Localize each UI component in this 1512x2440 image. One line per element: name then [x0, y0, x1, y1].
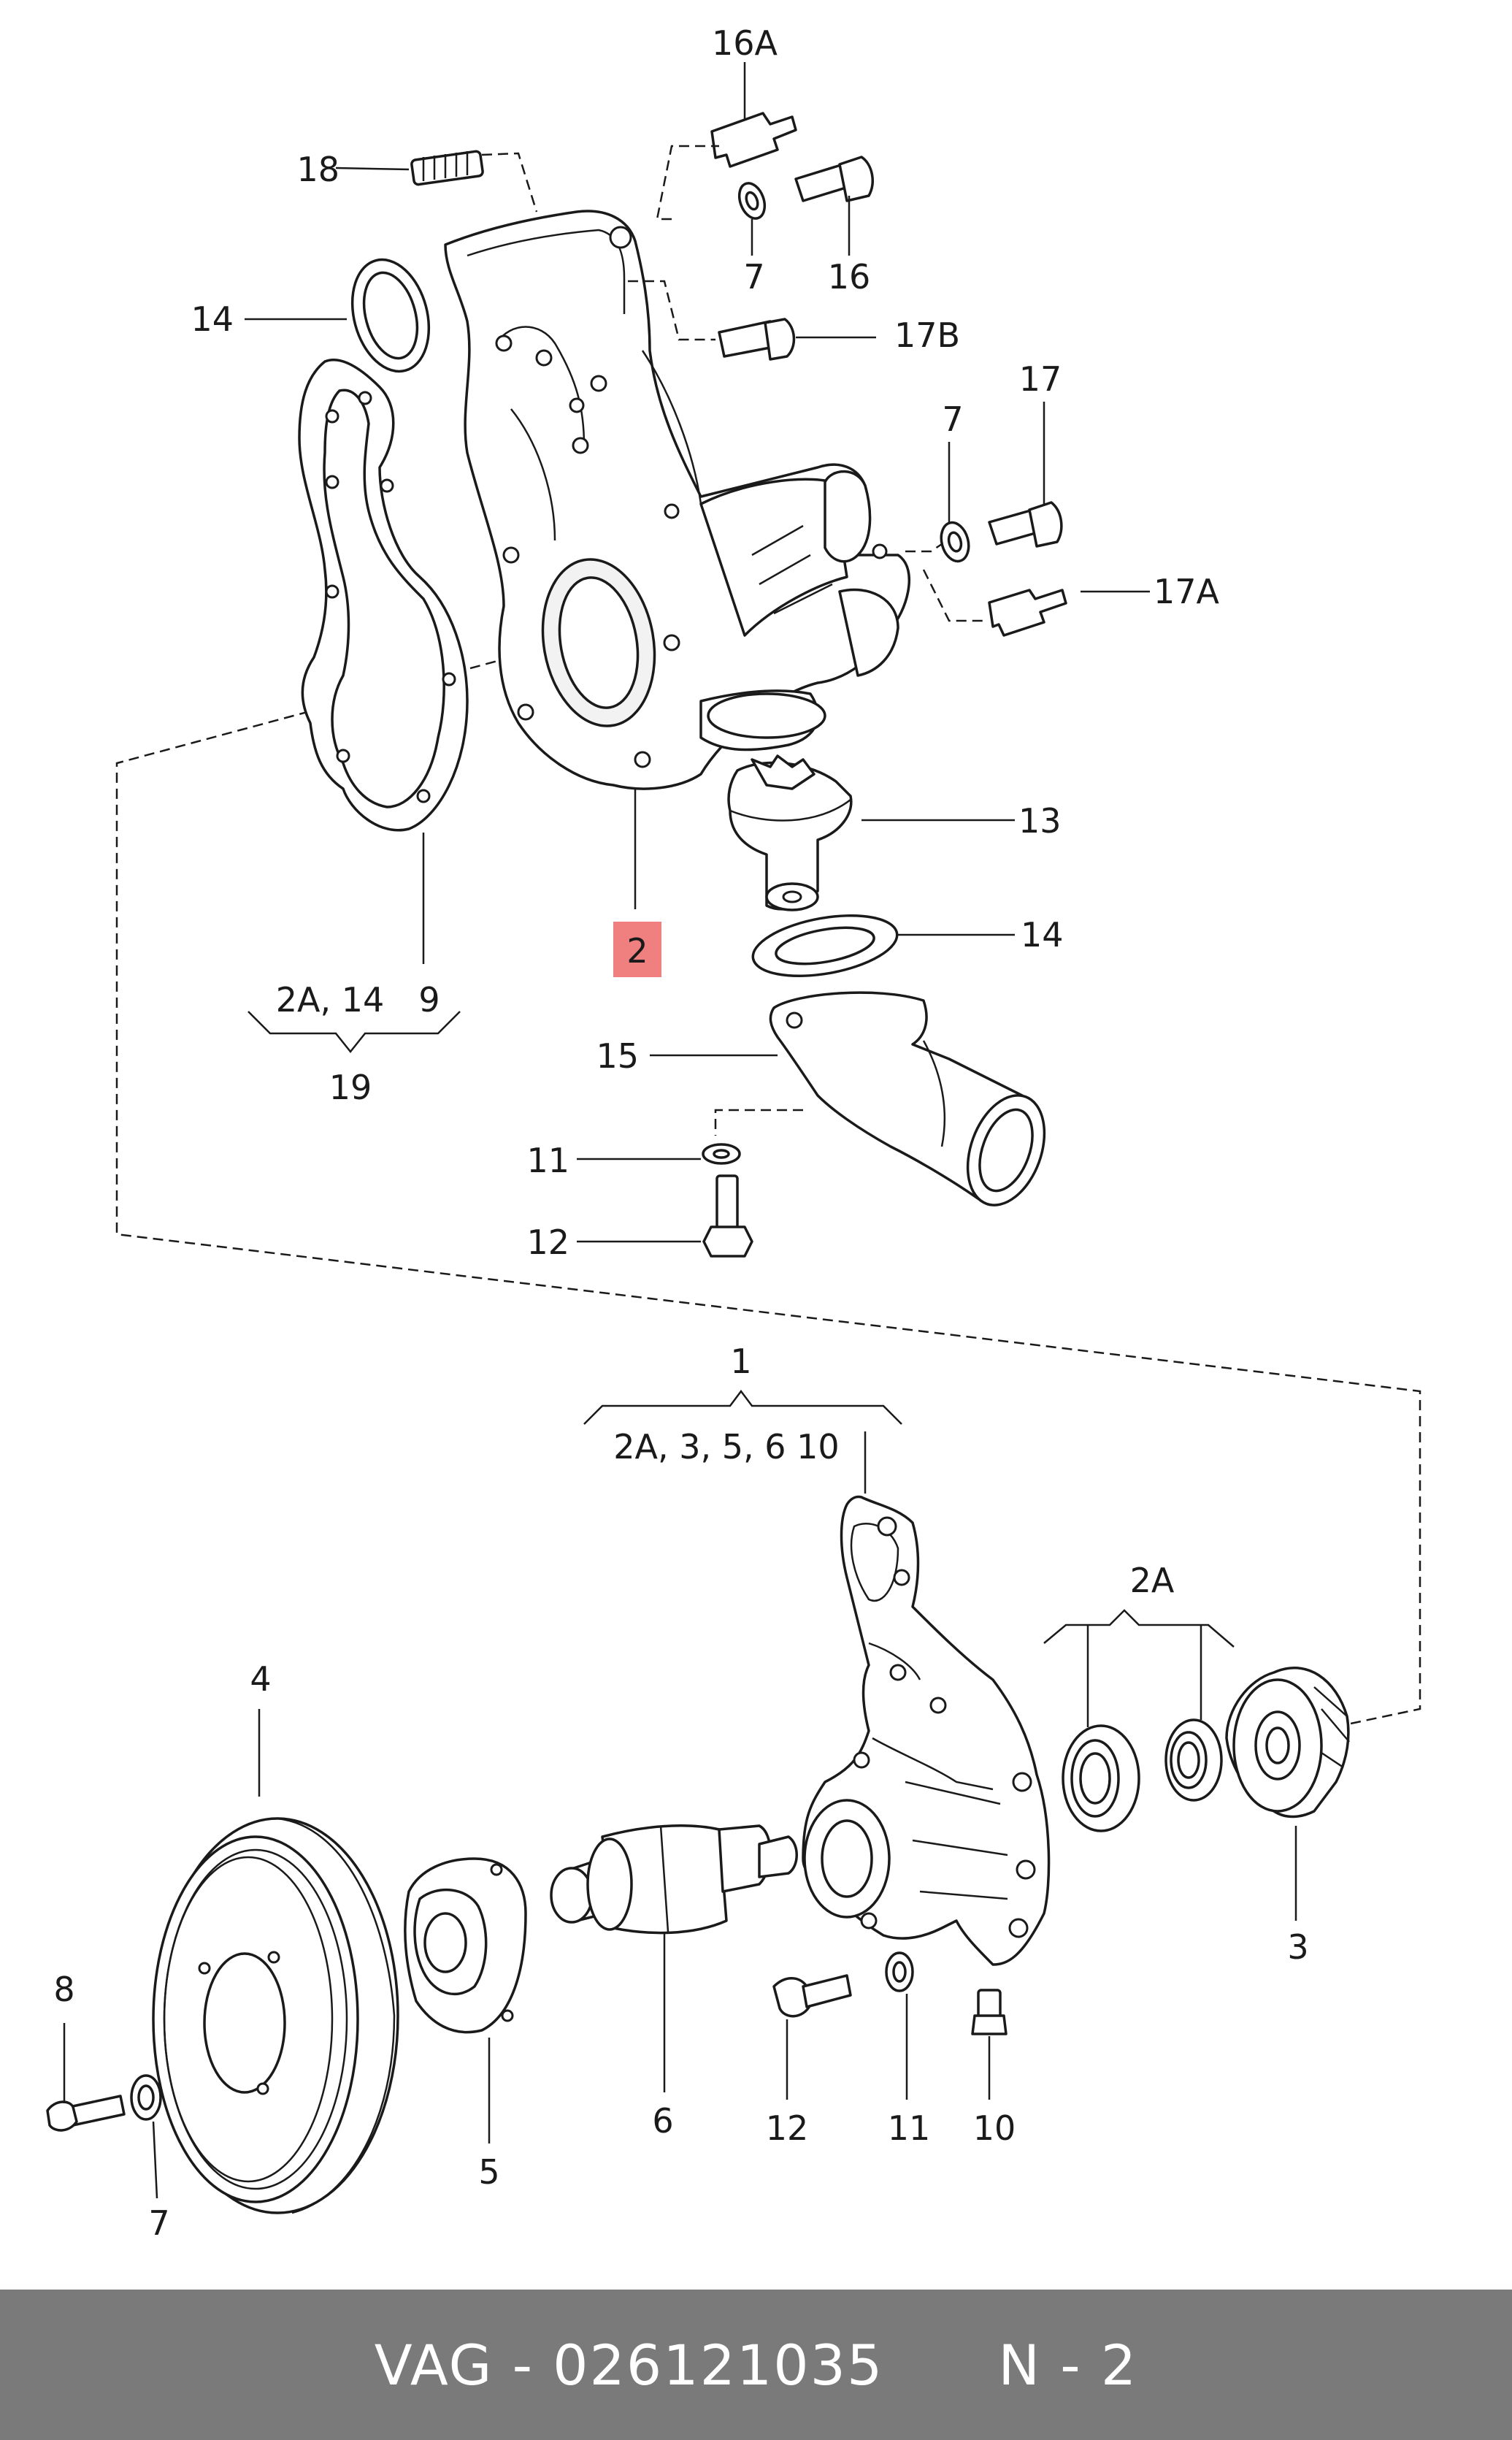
- label-15: 15: [596, 1036, 639, 1076]
- stud-16a: [710, 112, 797, 168]
- coolant-connection-15: [769, 991, 1046, 1206]
- label-14-mid: 14: [1021, 915, 1064, 955]
- label-17b: 17B: [894, 315, 960, 355]
- label-17: 17: [1019, 359, 1062, 399]
- water-pump-body: [802, 1495, 1051, 1966]
- label-2a-14: 2A, 14: [276, 980, 385, 1020]
- label-12-bottom: 12: [766, 2108, 809, 2148]
- label-14-top: 14: [191, 299, 234, 339]
- bolt-12-bottom: [772, 1974, 852, 2018]
- hub-5: [404, 1857, 527, 2034]
- sealing-ring-14-top: [350, 258, 431, 373]
- assembly-connector-dashed-line: [115, 656, 1421, 1725]
- stud-17a: [988, 589, 1067, 637]
- seal-2a-left: [1062, 1724, 1140, 1832]
- washer-7-top: [737, 182, 767, 220]
- bolt-10: [971, 1989, 1008, 2035]
- seal-2a-right: [1164, 1718, 1223, 1802]
- part-number-footer: VAG - 026121035 N - 2: [0, 2290, 1512, 2440]
- water-pump-housing-2: [444, 210, 910, 790]
- exploded-parts-diagram: 16A 18 7 16 14 17B 7 17 17A 13 14 2 2A, …: [46, 23, 1421, 2243]
- label-6: 6: [652, 2101, 673, 2141]
- label-3: 3: [1287, 1927, 1308, 1967]
- label-18: 18: [296, 150, 339, 189]
- label-7-top: 7: [743, 257, 764, 297]
- impeller-3: [1225, 1667, 1350, 1818]
- bolt-8: [46, 2095, 126, 2132]
- washer-7-bottom: [130, 2074, 162, 2121]
- label-8: 8: [53, 1970, 74, 2009]
- stud-18: [410, 150, 484, 186]
- label-2: 2: [626, 931, 648, 971]
- label-19: 19: [329, 1068, 372, 1107]
- bolt-16: [794, 156, 874, 202]
- callout-labels: 16A 18 7 16 14 17B 7 17 17A 13 14 2 2A, …: [53, 23, 1308, 2243]
- label-12-top: 12: [526, 1223, 569, 1262]
- label-7-bottom: 7: [148, 2203, 169, 2243]
- label-10: 10: [973, 2108, 1016, 2148]
- bolt-17: [988, 501, 1063, 548]
- label-5: 5: [478, 2152, 499, 2192]
- part-number-text: VAG - 026121035 N - 2: [374, 2332, 1138, 2398]
- label-2a-3-5-6-10: 2A, 3, 5, 6 10: [613, 1427, 839, 1466]
- washer-7-mid: [940, 521, 970, 563]
- washer-11-top: [702, 1143, 741, 1165]
- label-1: 1: [730, 1342, 751, 1381]
- bearing-shaft-6: [550, 1824, 798, 1935]
- washer-11-bottom: [885, 1951, 914, 1992]
- label-17a: 17A: [1154, 572, 1220, 611]
- highlight-box-part-2: [613, 922, 661, 977]
- label-16: 16: [828, 257, 871, 297]
- label-13: 13: [1018, 801, 1062, 841]
- label-7-mid: 7: [942, 399, 963, 439]
- pulley-4: [152, 1817, 399, 2214]
- label-11-top: 11: [526, 1141, 569, 1180]
- gasket-9: [298, 359, 469, 832]
- bolt-12-top: [702, 1174, 753, 1258]
- label-16a: 16A: [712, 23, 778, 63]
- thermostat-13: [727, 754, 853, 911]
- label-11-bottom: 11: [888, 2108, 931, 2148]
- bolt-17b: [718, 318, 796, 361]
- label-4: 4: [250, 1659, 271, 1699]
- seal-14-mid: [751, 914, 899, 978]
- label-2a-right: 2A: [1130, 1561, 1175, 1600]
- label-9: 9: [418, 980, 440, 1020]
- leader-lines: [63, 62, 1297, 2199]
